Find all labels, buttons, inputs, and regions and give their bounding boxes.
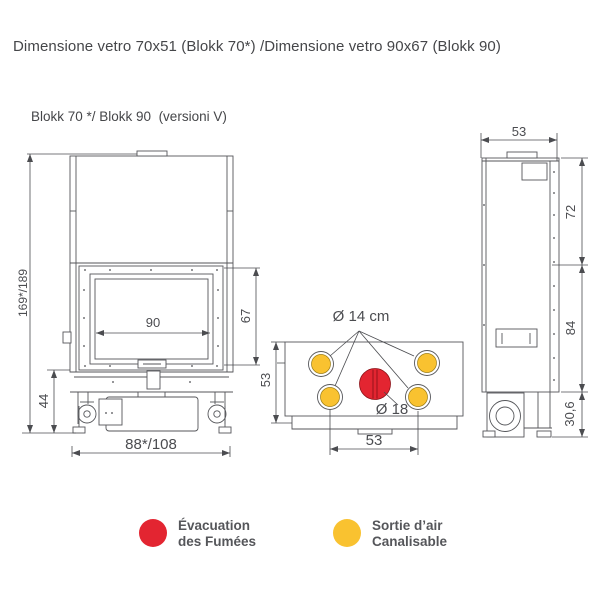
dim-front-overall-width: 88*/108 (125, 436, 177, 453)
front-view-drawing: 169*/189 44 90 67 88*/108 (16, 150, 260, 457)
top-dimensions: 53 53 (258, 341, 419, 455)
caster-left (77, 404, 97, 424)
top-view-drawing: Ø 14 cm Ø 18 53 53 (258, 308, 464, 455)
side-body-outline (481, 157, 560, 393)
glass-pane (94, 278, 209, 360)
dim-side-lower-height: 84 (563, 321, 578, 335)
control-box (98, 398, 123, 426)
legend-smoke-label: Évacuation des Fumées (178, 518, 257, 549)
dim-duct-spacing: 53 (366, 432, 383, 449)
dim-top-depth: 53 (258, 373, 273, 387)
legend-item-air: Sortie d’air Canalisable (333, 518, 447, 549)
page-title: Dimensione vetro 70x51 (Blokk 70*) /Dime… (13, 38, 501, 55)
front-top-tab (136, 150, 168, 157)
door-frame (78, 265, 224, 371)
plinth-connector (146, 370, 161, 390)
model-subtitle: Blokk 70 */ Blokk 90 (versioni V) (31, 109, 227, 124)
air-duct-leaders (329, 330, 415, 389)
fan-housing (486, 392, 525, 438)
dim-air-duct-diameter: Ø 14 cm (333, 308, 390, 325)
smoke-outlet (359, 368, 391, 400)
dim-front-plinth-height: 44 (36, 394, 51, 408)
side-vent (495, 328, 538, 348)
air-outlet-bottom-left (317, 384, 343, 410)
front-dimensions: 169*/189 44 90 67 88*/108 (16, 153, 260, 457)
front-undercarriage (72, 391, 232, 434)
foot-left (72, 426, 86, 434)
side-undercarriage (482, 392, 552, 438)
fan-circle (489, 400, 521, 432)
dim-front-overall-height: 169*/189 (16, 269, 30, 317)
top-step (291, 416, 458, 430)
side-foot-front (482, 430, 496, 438)
air-color-swatch (333, 519, 361, 547)
side-foot-back (536, 430, 552, 438)
flue-connection-box (521, 162, 548, 181)
door-latch (62, 331, 72, 344)
dim-glass-width: 90 (146, 315, 160, 330)
door-screws (83, 269, 219, 367)
foot-right (218, 426, 232, 434)
side-dimensions: 53 72 84 30,6 (480, 124, 588, 438)
side-view-drawing: 53 72 84 30,6 (480, 124, 588, 438)
dim-side-upper-height: 72 (563, 205, 578, 219)
dim-side-depth: 53 (512, 124, 526, 139)
top-tab (357, 428, 393, 435)
air-outlet-bottom-right (405, 384, 431, 410)
air-outlet-top-right (414, 350, 440, 376)
dim-side-plinth-height: 30,6 (562, 401, 577, 426)
air-outlet-top-left (308, 351, 334, 377)
legend-item-smoke: Évacuation des Fumées (139, 518, 256, 549)
dim-glass-height: 67 (238, 309, 253, 323)
dim-smoke-outlet-diameter: Ø 18 (376, 401, 409, 418)
side-top-tab (506, 151, 538, 159)
caster-right (207, 404, 227, 424)
legend-air-label: Sortie d’air Canalisable (372, 518, 448, 549)
legend: Évacuation des Fumées Sortie d’air Canal… (0, 516, 600, 576)
smoke-color-swatch (139, 519, 167, 547)
side-screws (483, 171, 555, 381)
